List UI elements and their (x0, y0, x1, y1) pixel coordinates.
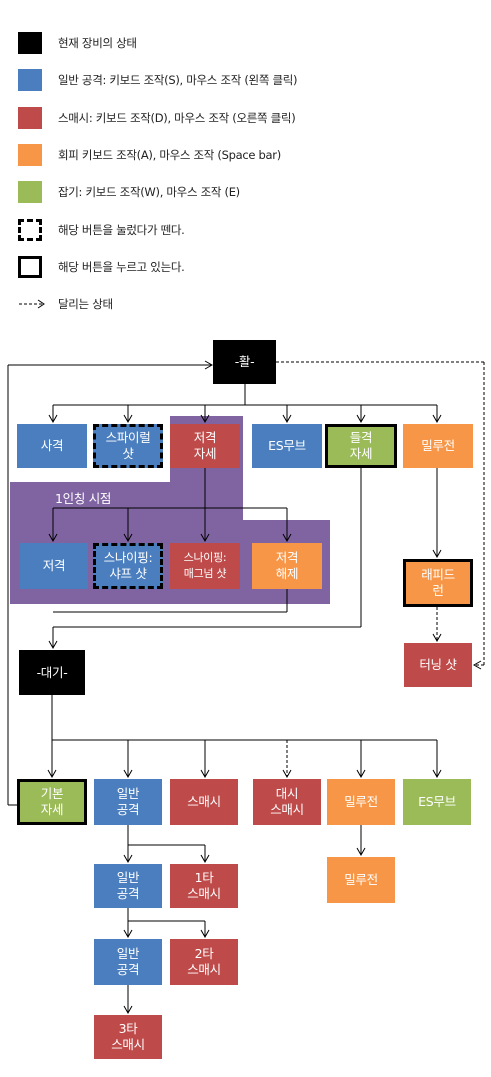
legend-label: 회피 키보드 조작(A), 마우스 조작 (Space bar) (58, 148, 281, 162)
node-normal-attack-3: 일반 공격 (94, 939, 162, 985)
node-lift-stance: 들격 자세 (325, 424, 397, 468)
legend-swatch-blue (18, 69, 42, 91)
first-person-region-mid (10, 482, 243, 520)
node-base-stance: 기본 자세 (17, 779, 87, 825)
first-person-label: 1인칭 시점 (55, 491, 112, 506)
node-spiral-shot: 스파이럴 샷 (93, 424, 163, 468)
legend-swatch-green (18, 181, 42, 203)
node-rapid-run: 래피드 런 (403, 559, 473, 607)
dashed-arrow-icon (19, 299, 45, 309)
legend-label: 현재 장비의 상태 (58, 36, 137, 50)
node-turning-shot: 터닝 샷 (404, 643, 472, 687)
node-idle-es-move: ES무브 (403, 779, 471, 825)
node-idle-rush-2: 밀루전 (327, 857, 395, 903)
node-normal-attack-1: 일반 공격 (94, 779, 162, 825)
node-dash-smash: 대시 스매시 (253, 779, 321, 825)
legend-label: 스매시: 키보드 조작(D), 마우스 조작 (오른쪽 클릭) (58, 111, 296, 125)
node-smash-2: 2타 스매시 (170, 939, 238, 985)
legend-label: 해당 버튼을 눌렀다가 뗀다. (58, 223, 185, 237)
node-idle-rush: 밀루전 (327, 779, 395, 825)
legend-label: 해당 버튼을 누르고 있는다. (58, 260, 185, 274)
node-smash: 스매시 (170, 779, 238, 825)
node-sniping-magnum-shot: 스나이핑: 매그넘 샷 (170, 543, 240, 589)
node-es-move: ES무브 (252, 424, 322, 468)
node-snipe: 저격 (20, 543, 88, 589)
legend-swatch-dashed (18, 219, 42, 241)
legend-label: 달리는 상태 (58, 297, 113, 311)
node-shoot: 사격 (17, 424, 87, 468)
node-rush: 밀루전 (403, 424, 473, 468)
node-aim-stance: 저격 자세 (170, 424, 240, 468)
legend-swatch-held (18, 256, 42, 278)
legend-swatch-orange (18, 144, 42, 166)
legend-swatch-red (18, 107, 42, 129)
node-aim-release: 저격 해제 (252, 543, 322, 589)
legend-swatch-black (18, 32, 42, 54)
node-normal-attack-2: 일반 공격 (94, 864, 162, 908)
bow-state: -활- (213, 340, 276, 384)
legend-label: 일반 공격: 키보드 조작(S), 마우스 조작 (왼쪽 클릭) (58, 73, 298, 87)
node-smash-1: 1타 스매시 (170, 864, 238, 908)
node-smash-3: 3타 스매시 (94, 1015, 162, 1059)
idle-state: -대기- (19, 650, 85, 695)
node-sniping-sharp-shot: 스나이핑: 샤프 샷 (93, 543, 163, 589)
legend-label: 잡기: 키보드 조작(W), 마우스 조작 (E) (58, 185, 240, 199)
